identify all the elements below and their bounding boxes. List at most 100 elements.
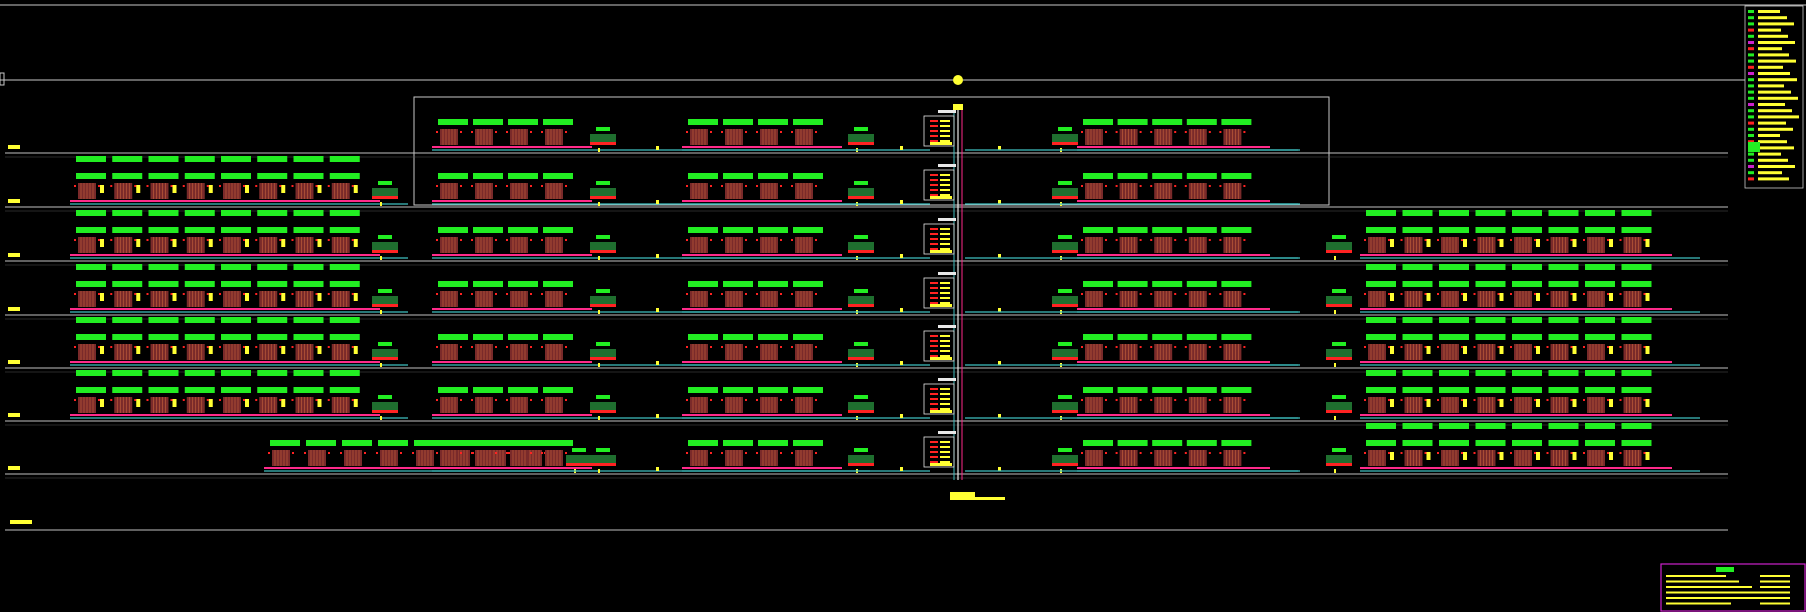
room-label (1117, 227, 1148, 233)
riser-base (930, 196, 952, 199)
valve-icon (1208, 239, 1211, 241)
room-label-upper (112, 264, 143, 270)
room-label (184, 227, 215, 233)
vertical-riser-icon (923, 378, 956, 415)
room-label-upper (1621, 210, 1652, 216)
room-label-upper (1475, 370, 1506, 376)
radiator-icon (1081, 344, 1107, 360)
radiator-icon (1583, 450, 1609, 466)
valve-icon (1437, 399, 1439, 401)
riser-cabinet (923, 383, 955, 415)
radiator-icon (1115, 344, 1142, 360)
room-label (1083, 440, 1113, 446)
room-label (723, 173, 753, 179)
valve-icon (1243, 185, 1246, 187)
riser-valve (930, 282, 938, 284)
valve-icon (1174, 131, 1177, 133)
branch-tag (656, 146, 659, 150)
valve-icon (1184, 346, 1187, 348)
manifold-label (854, 342, 868, 346)
room-label (1512, 440, 1542, 446)
manifold-base (848, 196, 874, 199)
temp-tag (208, 293, 213, 301)
title-text-line (1666, 597, 1778, 599)
manifold-base (590, 142, 616, 145)
room-label-upper (1475, 264, 1506, 270)
floor-1 (5, 423, 1728, 479)
temp-tag (281, 399, 286, 407)
riser-label (938, 218, 956, 221)
valve-icon (1139, 131, 1142, 133)
room-label (76, 334, 106, 340)
legend-symbol (1748, 152, 1754, 156)
valve-icon (1081, 346, 1083, 348)
legend-text (1758, 78, 1797, 82)
riser-valve (930, 335, 938, 337)
manifold-icon (590, 395, 616, 420)
room-label (1186, 119, 1217, 125)
valve-icon (710, 239, 712, 241)
manifold-label (854, 289, 868, 293)
radiator-icon (471, 344, 497, 360)
manifold-body (590, 402, 616, 410)
room-label (1186, 334, 1217, 340)
valve-icon (1219, 399, 1222, 401)
legend-symbol (1748, 171, 1754, 175)
manifold-label (1058, 127, 1072, 131)
legend-text (1758, 158, 1788, 162)
valve-icon (1388, 346, 1390, 348)
room-label (221, 334, 251, 340)
riser-tag (940, 194, 950, 196)
legend-symbol (1748, 65, 1754, 69)
room-label (184, 387, 215, 393)
valve-icon (1139, 346, 1142, 348)
section-c (682, 173, 874, 206)
radiator-icon (436, 397, 462, 413)
room-label-upper (76, 370, 106, 376)
legend-text (1758, 177, 1789, 181)
temp-tag (245, 346, 249, 354)
room-label (793, 173, 823, 179)
radiator-icon (1115, 450, 1142, 466)
valve-icon (495, 185, 497, 187)
legend-symbol (1748, 47, 1754, 51)
room-label (1548, 227, 1579, 233)
room-label (1221, 227, 1252, 233)
branch-tag (900, 308, 903, 312)
temp-tag (1499, 346, 1504, 354)
room-label-upper (1585, 423, 1615, 429)
room-label (758, 440, 788, 446)
valve-icon (1400, 239, 1403, 241)
title-text-line (1760, 586, 1790, 588)
valve-icon (530, 399, 532, 401)
branch-tag (998, 254, 1001, 258)
manifold-body (1326, 349, 1352, 357)
section-d (1052, 387, 1298, 420)
room-label (758, 334, 788, 340)
valve-icon (170, 399, 173, 401)
room-label-upper (329, 317, 360, 323)
room-label (1152, 119, 1183, 125)
manifold-body (372, 188, 398, 196)
room-label (1366, 227, 1396, 233)
room-label-upper (293, 264, 324, 270)
temp-tag (353, 346, 358, 354)
room-label-upper (1621, 370, 1652, 376)
radiator-icon (436, 183, 462, 199)
manifold-label (1058, 395, 1072, 399)
valve-icon (1115, 185, 1118, 187)
room-label-upper (221, 370, 251, 376)
valve-icon (745, 452, 747, 454)
branch-tag (656, 361, 659, 365)
valve-icon (134, 293, 137, 295)
valve-icon (1643, 346, 1646, 348)
room-label-upper (1439, 264, 1469, 270)
manifold-tag (1334, 363, 1336, 367)
radiator-icon (791, 237, 817, 253)
manifold-label (596, 181, 610, 185)
title-logo (1716, 567, 1734, 572)
temp-tag (353, 399, 358, 407)
room-label (293, 173, 324, 179)
manifold-label (378, 235, 392, 239)
valve-icon (1208, 452, 1211, 454)
